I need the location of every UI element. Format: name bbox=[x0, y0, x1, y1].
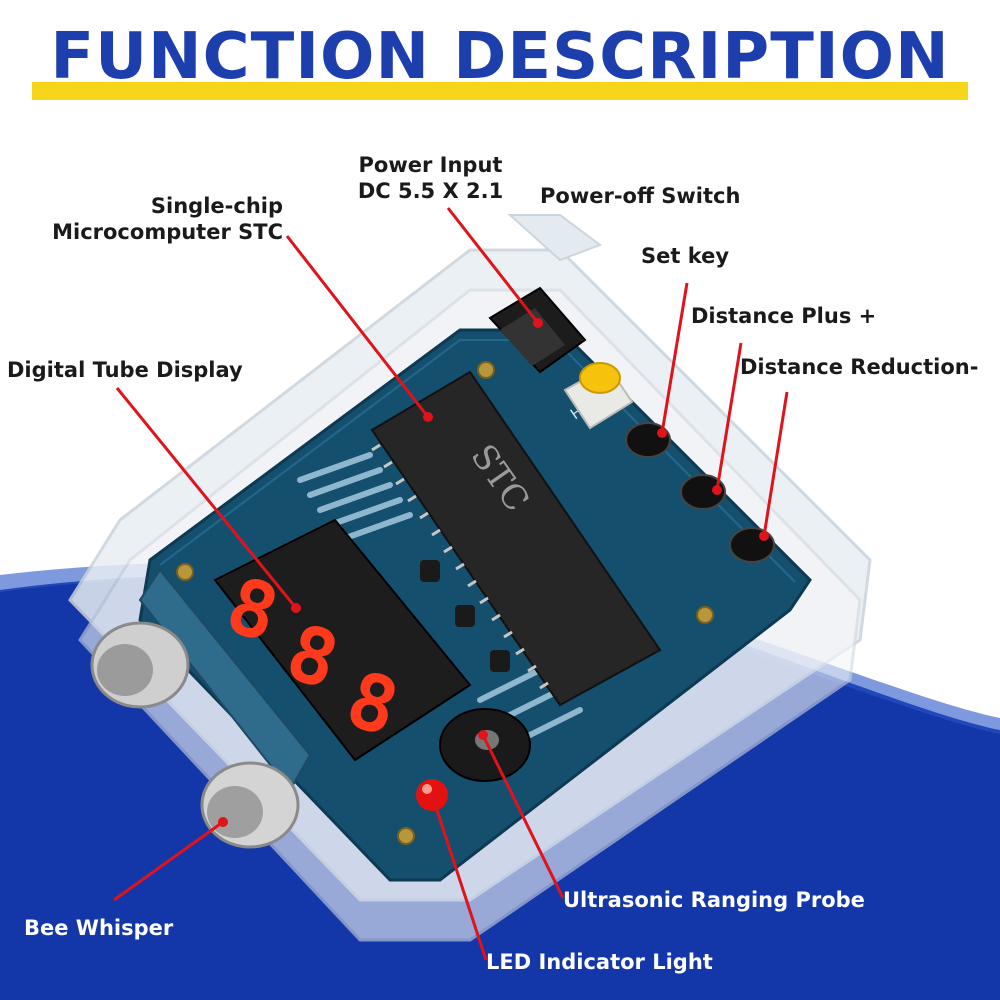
pointer-digital-tube bbox=[115, 387, 298, 609]
transistors bbox=[420, 560, 510, 672]
label-power-input-line1: Power Input bbox=[358, 153, 503, 177]
buzzer-component bbox=[439, 708, 531, 782]
label-set-key: Set key bbox=[641, 244, 730, 268]
label-power-input-line2: DC 5.5 X 2.1 bbox=[357, 179, 504, 203]
pointer-distance-reduction bbox=[762, 391, 789, 537]
label-distance-reduction: Distance Reduction- bbox=[740, 355, 979, 379]
callout-pointer-lines bbox=[113, 207, 789, 961]
label-distance-plus: Distance Plus + bbox=[691, 304, 877, 328]
pointer-bee-whisper bbox=[113, 820, 224, 902]
power-off-switch-component bbox=[563, 362, 634, 430]
label-ultrasonic-probe: Ultrasonic Ranging Probe bbox=[563, 888, 865, 912]
mounting-screws bbox=[176, 361, 714, 845]
ultrasonic-probes bbox=[90, 568, 312, 849]
pointer-distance-plus bbox=[715, 342, 743, 491]
digital-tube-display bbox=[213, 518, 472, 762]
tactile-keys bbox=[625, 422, 775, 563]
stc-chip bbox=[370, 370, 662, 707]
label-power-off-switch: Power-off Switch bbox=[540, 184, 741, 208]
dc-power-jack bbox=[488, 286, 587, 374]
pointer-led bbox=[431, 797, 488, 961]
resistor-array bbox=[297, 452, 583, 743]
pointer-power-input bbox=[446, 207, 540, 324]
pointer-set-key bbox=[660, 282, 689, 434]
label-single-chip: Single-chip Microcomputer STC bbox=[20, 193, 283, 245]
page-title: FUNCTION DESCRIPTION bbox=[50, 20, 950, 94]
callout-pointer-dots bbox=[218, 318, 769, 827]
label-digital-tube-display: Digital Tube Display bbox=[7, 358, 243, 382]
pointer-single-chip bbox=[285, 235, 430, 418]
label-single-chip-line1: Single-chip bbox=[150, 194, 283, 218]
pointer-ultrasonic bbox=[481, 734, 565, 899]
label-bee-whisper: Bee Whisper bbox=[24, 916, 174, 940]
label-power-input: Power Input DC 5.5 X 2.1 bbox=[348, 152, 513, 204]
label-led-indicator: LED Indicator Light bbox=[486, 950, 713, 974]
label-single-chip-line2: Microcomputer STC bbox=[52, 220, 283, 244]
title-underline-band bbox=[32, 82, 968, 100]
